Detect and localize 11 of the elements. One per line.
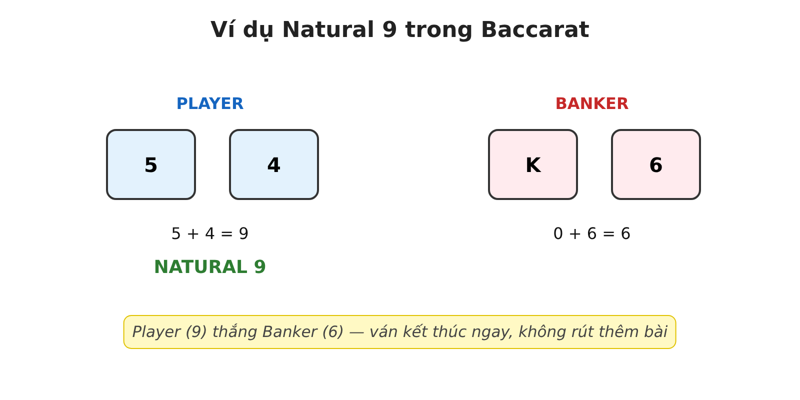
title: Ví dụ Natural 9 trong Baccarat [210, 18, 590, 43]
banker-heading: BANKER [555, 94, 629, 113]
player-heading: PLAYER [176, 94, 244, 113]
playing-card: 4 [229, 129, 319, 200]
playing-card: 5 [106, 129, 196, 200]
result-label: NATURAL 9 [154, 257, 266, 278]
playing-card: 6 [611, 129, 701, 200]
sum-text: 0 + 6 = 6 [553, 224, 631, 243]
sum-text: 5 + 4 = 9 [171, 224, 249, 243]
playing-card: K [488, 129, 578, 200]
note-box: Player (9) thắng Banker (6) — ván kết thúc ngay, không rút thêm bài [123, 315, 677, 349]
